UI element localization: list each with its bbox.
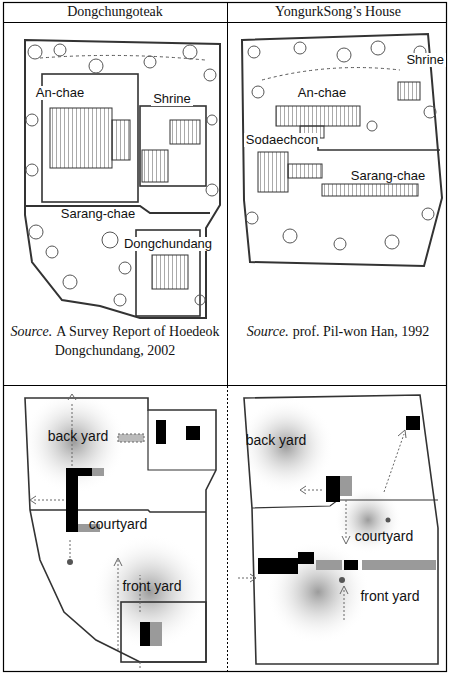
building-label: An-chae bbox=[34, 86, 86, 101]
yard-label: courtyard bbox=[89, 516, 147, 532]
building-label: An-chae bbox=[296, 86, 348, 101]
yard-label: front yard bbox=[360, 588, 419, 604]
building-label: Shrine bbox=[404, 53, 446, 68]
building-label: Shrine bbox=[151, 92, 193, 107]
yard-label: courtyard bbox=[355, 528, 413, 544]
source-tag: Source. bbox=[10, 324, 52, 339]
yard-label: back yard bbox=[246, 432, 307, 448]
building-label: Sodaechcon bbox=[244, 133, 320, 148]
source-tag: Source. bbox=[247, 324, 289, 339]
yard-label: back yard bbox=[48, 428, 109, 444]
building-label: Sarang-chae bbox=[59, 207, 137, 222]
yard-label: front yard bbox=[122, 578, 181, 594]
column-header: Dongchungoteak bbox=[67, 4, 163, 20]
source-text: prof. Pil-won Han, 1992 bbox=[293, 324, 430, 339]
building-label: Sarang-chae bbox=[349, 169, 427, 184]
column-header: YongurkSong’s House bbox=[275, 4, 401, 20]
source-text: A Survey Report of Hoedeok Dongchundang,… bbox=[55, 324, 220, 358]
source-caption: Source.A Survey Report of Hoedeok Dongch… bbox=[10, 323, 220, 361]
building-label: Dongchundang bbox=[122, 237, 214, 252]
source-caption: Source. prof. Pil-won Han, 1992 bbox=[233, 323, 443, 342]
